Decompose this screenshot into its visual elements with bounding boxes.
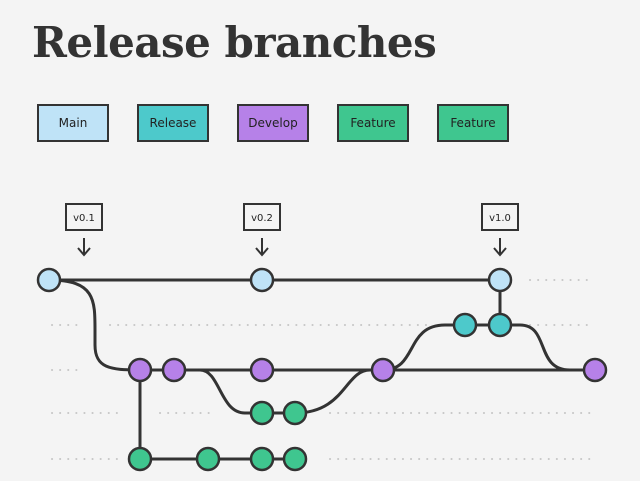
- legend-main: Main: [37, 104, 109, 142]
- commit-release-1: [452, 312, 478, 338]
- commit-develop-5: [582, 357, 608, 383]
- tag-v1-0-box: [481, 203, 519, 231]
- version-tags: v0.1 v0.2 v1.0: [65, 203, 519, 257]
- commit-feature2-3: [249, 446, 275, 472]
- release-line: [381, 323, 572, 372]
- tag-v0-2-label: v0.2: [251, 213, 273, 224]
- legend-feature-2-label: Feature: [450, 116, 496, 130]
- commit-develop-2: [161, 357, 187, 383]
- commit-feature1-2: [282, 400, 308, 426]
- tag-v0-1-box: [65, 203, 103, 231]
- legend-develop: Develop: [237, 104, 309, 142]
- page-title: Release branches: [32, 18, 437, 67]
- legend-release: Release: [137, 104, 209, 142]
- commit-develop-1: [127, 357, 153, 383]
- tag-v0-2: v0.2: [243, 203, 281, 257]
- legend-feature-1: Feature: [337, 104, 409, 142]
- legend-feature-1-label: Feature: [350, 116, 396, 130]
- dotted-guides: [51, 279, 591, 460]
- commit-main-3: [487, 267, 513, 293]
- commit-develop-3: [249, 357, 275, 383]
- main-to-develop-line: [47, 278, 142, 372]
- commit-main-2: [249, 267, 275, 293]
- commit-feature2-4: [282, 446, 308, 472]
- tag-v0-1: v0.1: [65, 203, 103, 257]
- tag-v1-0: v1.0: [481, 203, 519, 257]
- tag-v1-0-label: v1.0: [489, 213, 511, 224]
- legend-main-label: Main: [58, 116, 88, 130]
- commit-feature1-1: [249, 400, 275, 426]
- tag-v0-1-arrow-icon: [77, 238, 91, 257]
- commit-feature2-1: [127, 446, 153, 472]
- tag-v0-2-box: [243, 203, 281, 231]
- commit-main-1: [36, 267, 62, 293]
- legend-release-label: Release: [149, 116, 197, 130]
- commit-develop-4: [370, 357, 396, 383]
- commit-nodes: [36, 267, 608, 472]
- tag-v1-0-arrow-icon: [493, 238, 507, 257]
- commit-feature2-2: [195, 446, 221, 472]
- legend-feature-2: Feature: [437, 104, 509, 142]
- tag-v0-2-arrow-icon: [255, 238, 269, 257]
- tag-v0-1-label: v0.1: [73, 213, 95, 224]
- commit-release-2: [487, 312, 513, 338]
- legend-develop-label: Develop: [248, 116, 298, 130]
